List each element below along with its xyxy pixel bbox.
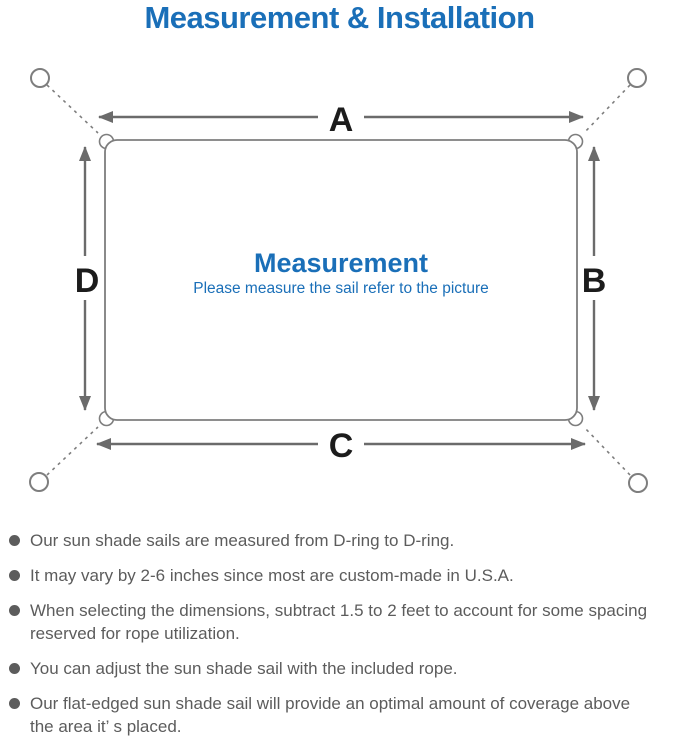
note-text: When selecting the dimensions, subtract … (30, 601, 648, 643)
note-text: You can adjust the sun shade sail with t… (30, 659, 458, 678)
list-item: You can adjust the sun shade sail with t… (0, 657, 679, 680)
dimension-label-a: A (329, 101, 354, 139)
diagram-heading: Measurement (254, 248, 428, 278)
note-text: It may vary by 2-6 inches since most are… (30, 566, 514, 585)
list-item: Our flat-edged sun shade sail will provi… (0, 692, 679, 738)
list-item: When selecting the dimensions, subtract … (0, 599, 679, 645)
shade-sail-outline (104, 139, 578, 421)
rope-line-top-right (583, 84, 631, 134)
bullet-icon (9, 663, 20, 674)
anchor-ring-top-right (627, 68, 647, 88)
dimension-label-c: C (329, 427, 354, 465)
notes-list: Our sun shade sails are measured from D-… (0, 529, 679, 739)
list-item: Our sun shade sails are measured from D-… (0, 529, 679, 552)
anchor-ring-bottom-left (29, 472, 49, 492)
note-text: Our flat-edged sun shade sail will provi… (30, 694, 631, 736)
dimension-label-d: D (75, 262, 100, 300)
anchor-ring-bottom-right (628, 473, 648, 493)
page-title: Measurement & Installation (144, 0, 535, 35)
diagram-subheading: Please measure the sail refer to the pic… (193, 280, 489, 297)
rope-line-top-left (46, 84, 99, 134)
rope-line-bottom-right (583, 426, 631, 476)
note-text: Our sun shade sails are measured from D-… (30, 531, 455, 550)
bullet-icon (9, 535, 20, 546)
measurement-diagram: A C D B Measurement Please measure the s… (29, 68, 648, 493)
bullet-icon (9, 605, 20, 616)
rope-line-bottom-left (46, 426, 99, 476)
dimension-label-b: B (582, 262, 607, 300)
bullet-icon (9, 698, 20, 709)
list-item: It may vary by 2-6 inches since most are… (0, 564, 679, 587)
bullet-icon (9, 570, 20, 581)
anchor-ring-top-left (30, 68, 50, 88)
